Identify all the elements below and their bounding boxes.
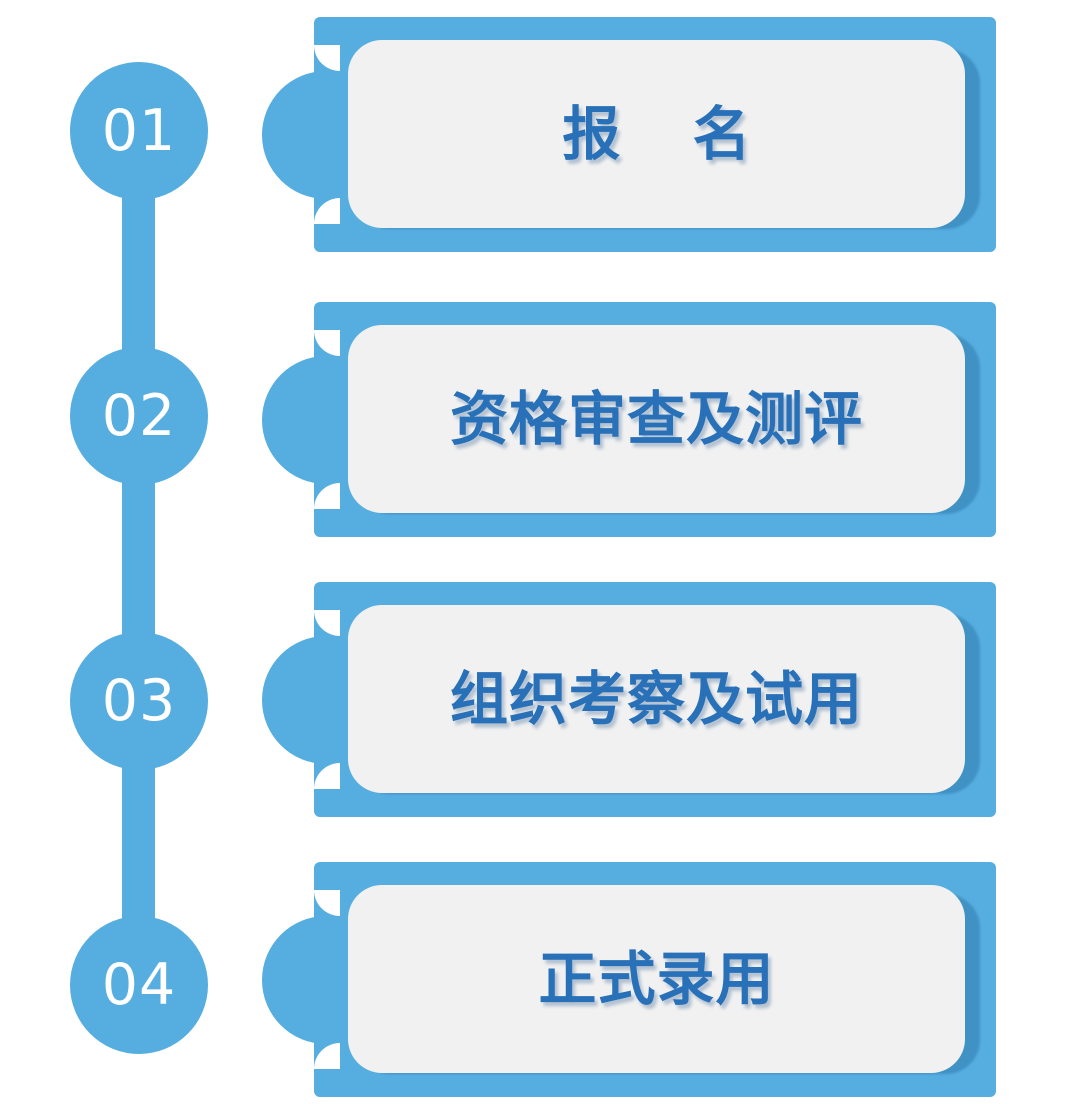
step-row-02[interactable]: 资格审查及测评 [248,302,996,537]
step-number-label: 04 [101,951,177,1018]
step-circle-04[interactable]: 04 [70,916,208,1054]
step-number-label: 03 [101,667,177,734]
step-card[interactable]: 资格审查及测评 [348,325,965,513]
step-connector-notch-icon [262,636,332,764]
step-row-01[interactable]: 报 名 [248,17,996,252]
step-connector-notch-icon [262,356,332,484]
step-number-label: 02 [101,382,177,449]
step-circle-02[interactable]: 02 [70,347,208,485]
step-label: 报 名 [562,99,777,168]
step-label: 资格审查及测评 [449,384,863,453]
step-circle-01[interactable]: 01 [70,62,208,200]
step-row-03[interactable]: 组织考察及试用 [248,582,996,817]
step-connector-notch-icon [262,71,332,199]
step-label: 组织考察及试用 [449,664,863,733]
step-card[interactable]: 组织考察及试用 [348,605,965,793]
step-circle-03[interactable]: 03 [70,632,208,770]
timeline-rail [122,131,155,985]
step-card[interactable]: 报 名 [348,40,965,228]
step-label: 正式录用 [538,944,775,1013]
step-connector-notch-icon [262,916,332,1044]
step-card[interactable]: 正式录用 [348,885,965,1073]
step-row-04[interactable]: 正式录用 [248,862,996,1097]
step-number-label: 01 [101,97,177,164]
